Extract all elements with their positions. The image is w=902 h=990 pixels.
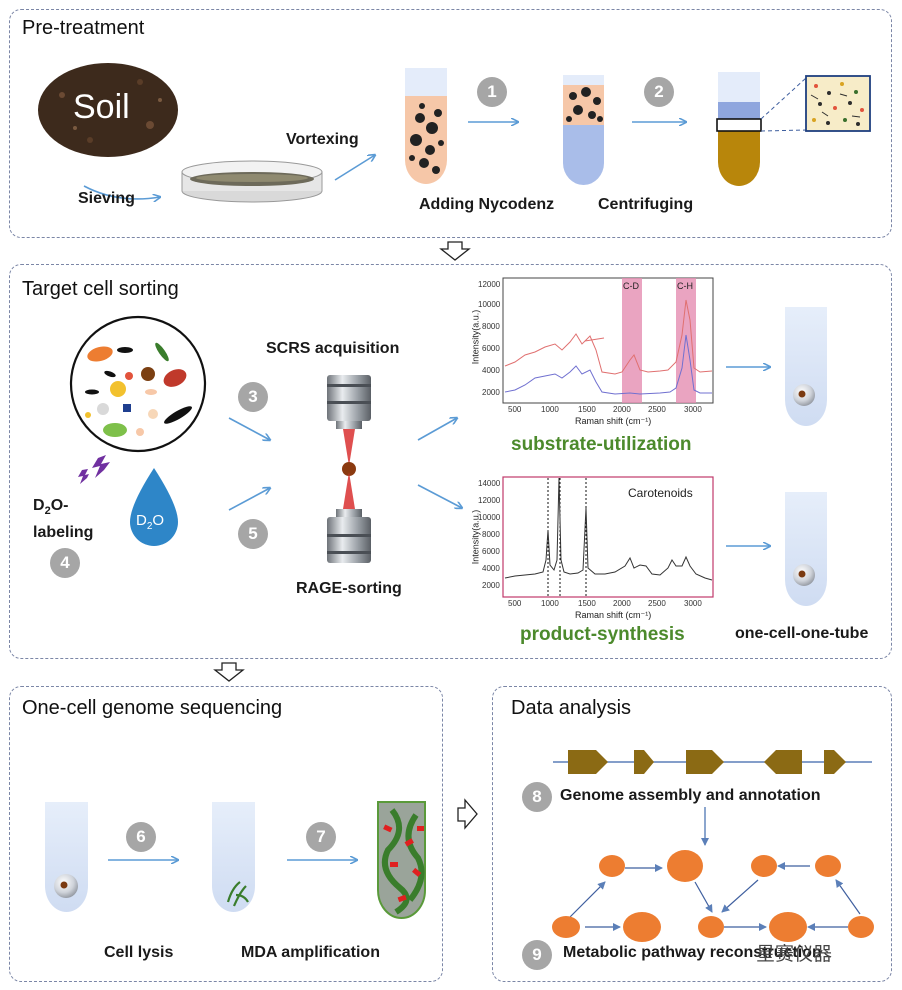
spectrum-bottom-ytick: 4000 [482, 564, 500, 573]
down-arrow-2 [213, 662, 245, 682]
genome-assembly-label: Genome assembly and annotation [560, 787, 821, 804]
spectrum-top [502, 277, 714, 404]
step3-arrow [228, 417, 270, 440]
step-9-badge: 9 [522, 940, 552, 970]
spectrum-bottom-xtick: 1500 [578, 599, 596, 608]
spectrum-bottom [502, 476, 714, 598]
spectrum-bottom-ytick: 2000 [482, 581, 500, 590]
step-8-badge: 8 [522, 782, 552, 812]
spectrum-top-xtick: 500 [508, 405, 522, 414]
tube-nycodenz-icon [563, 75, 604, 185]
single-cell-tube-top [785, 307, 827, 426]
right-arrow [457, 798, 478, 830]
step-3-badge: 3 [238, 382, 268, 412]
spectrum-top-ytick: 10000 [478, 300, 501, 309]
petri-dish-icon [181, 160, 323, 203]
to-spectrum-top-arrow [417, 418, 457, 441]
spectrum-bottom-xtick: 3000 [684, 599, 702, 608]
genome-track [553, 750, 872, 774]
spectrum-bottom-ytick: 10000 [478, 513, 501, 522]
step-4-badge: 4 [50, 548, 80, 578]
step5-arrow [228, 488, 270, 511]
panel-title-data-analysis: Data analysis [511, 697, 632, 719]
panel-one-cell-sequencing [9, 686, 443, 982]
spectrum-bottom-ytick: 14000 [478, 479, 501, 488]
panel-target-cell-sorting [9, 264, 892, 659]
substrate-utilization-label: substrate-utilization [511, 434, 692, 455]
spectrum-top-xtick: 1500 [578, 405, 596, 414]
lysis-tube-with-cell [45, 802, 88, 912]
spectrum-top-ytick: 4000 [482, 366, 500, 375]
tube-soil-suspension-icon [405, 68, 447, 184]
cd-band [622, 278, 642, 403]
spectrum-bottom-xtick: 500 [508, 599, 522, 608]
spectrum-top-ytick: 8000 [482, 322, 500, 331]
spectrum-top-ytick: 12000 [478, 280, 501, 289]
spectrum-top-band-ch: C-H [677, 281, 693, 291]
step-5-badge: 5 [238, 519, 268, 549]
lightning-icon [92, 455, 110, 478]
one-cell-one-tube-label: one-cell-one-tube [735, 625, 869, 642]
spectrum-bottom-ytick: 12000 [478, 496, 501, 505]
soil-sample-icon [38, 63, 178, 157]
metabolic-pathway-label: Metabolic pathway reconstruction [563, 944, 822, 961]
spectrum-bottom-annotation: Carotenoids [628, 486, 693, 500]
panel-title-pretreatment: Pre-treatment [22, 17, 145, 39]
tube-centrifuged-icon [716, 72, 762, 186]
panel-data-analysis [492, 686, 892, 982]
d2o-drop-icon [130, 468, 178, 546]
centrifuging-label: Centrifuging [598, 196, 694, 213]
spectrum-top-ytick: 2000 [482, 388, 500, 397]
adding-nycodenz-label: Adding Nycodenz [419, 196, 555, 213]
product-synthesis-label: product-synthesis [520, 624, 685, 645]
spectrum-top-xlabel: Raman shift (cm⁻¹) [575, 416, 652, 426]
cell-lysis-label: Cell lysis [104, 944, 174, 961]
spectrum-top-xtick: 1000 [541, 405, 559, 414]
step-1-badge: 1 [477, 77, 507, 107]
spectrum-top-xtick: 2000 [613, 405, 631, 414]
spectrum-top-ytick: 6000 [482, 344, 500, 353]
spectrum-bottom-xtick: 2500 [648, 599, 666, 608]
step-7-badge: 7 [306, 822, 336, 852]
spectrum-top-band-cd: C-D [623, 281, 639, 291]
lysed-dna-tube [212, 802, 255, 912]
spectrum-bottom-xlabel: Raman shift (cm⁻¹) [575, 610, 652, 620]
spectrum-bottom-xtick: 1000 [541, 599, 559, 608]
spectrum-top-xtick: 3000 [684, 405, 702, 414]
watermark: 星赛仪器 [756, 944, 833, 965]
panel-pretreatment [9, 9, 892, 238]
scrs-acquisition-label: SCRS acquisition [266, 340, 400, 357]
spectrum-top-xtick: 2500 [648, 405, 666, 414]
sieving-arrow [83, 185, 160, 199]
spectrum-bottom-ytick: 8000 [482, 530, 500, 539]
soil-label: Soil [73, 88, 130, 126]
to-spectrum-bottom-arrow [417, 484, 462, 508]
panel-title-target-cell-sorting: Target cell sorting [22, 278, 179, 300]
raman-objective-icon [327, 375, 371, 563]
panel-title-one-cell-sequencing: One-cell genome sequencing [22, 697, 283, 719]
cell-layer-zoom-icon [805, 75, 871, 132]
vortexing-arrow [334, 155, 375, 181]
vortexing-label: Vortexing [286, 131, 359, 148]
single-cell-tube-bottom [785, 492, 827, 606]
step-2-badge: 2 [644, 77, 674, 107]
spectrum-bottom-xtick: 2000 [613, 599, 631, 608]
metabolic-network [552, 850, 874, 942]
rage-sorting-label: RAGE-sorting [296, 580, 402, 597]
sieving-label: Sieving [78, 190, 135, 207]
step-6-badge: 6 [126, 822, 156, 852]
spectrum-top-ylabel: Intensity(a.u.) [470, 309, 481, 365]
mda-amplification-label: MDA amplification [241, 944, 380, 961]
d2o-labeling-label: D2O- labeling [33, 497, 94, 542]
amplified-dna-tube [377, 801, 426, 919]
d2o-drop-text: D2O [136, 512, 165, 532]
spectrum-bottom-ytick: 6000 [482, 547, 500, 556]
microbial-community-icon [69, 315, 207, 453]
down-arrow-1 [439, 241, 471, 261]
